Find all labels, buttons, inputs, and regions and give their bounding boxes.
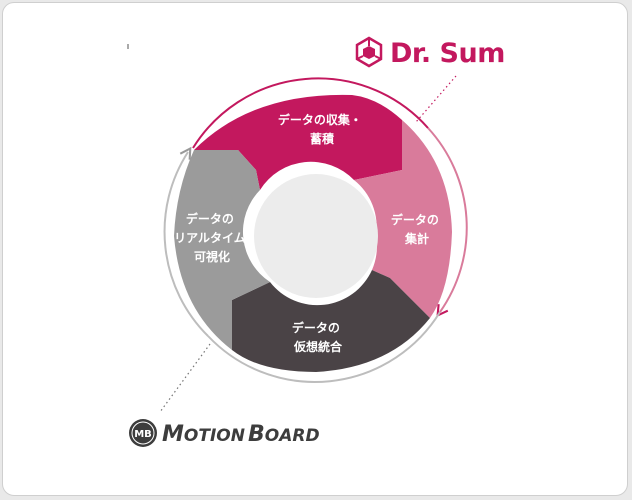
drsum-logo: Dr. Sum bbox=[355, 36, 505, 69]
segment-visualize bbox=[174, 150, 270, 350]
segment-collect bbox=[194, 94, 402, 190]
mb-badge-icon: MB bbox=[129, 419, 157, 447]
label-integrate-1: データの bbox=[292, 320, 340, 335]
connector-drsum bbox=[415, 75, 457, 123]
center-circle bbox=[254, 174, 378, 298]
label-integrate-2: 仮想統合 bbox=[293, 339, 343, 354]
connector-motionboard bbox=[159, 343, 211, 413]
ring-arc-right bbox=[427, 127, 468, 318]
segment-aggregate bbox=[354, 120, 452, 318]
segment-integrate bbox=[232, 270, 430, 372]
label-collect-2: 蓄積 bbox=[310, 131, 335, 146]
label-aggregate-1: データの bbox=[391, 212, 439, 227]
label-aggregate-2: 集計 bbox=[404, 231, 429, 246]
drsum-wordmark: Dr. Sum bbox=[390, 38, 505, 69]
svg-text:データの リアルタイム 可視化: データの リアルタイム 可視化 bbox=[174, 211, 250, 264]
ring-arc-top bbox=[192, 77, 429, 149]
cube-icon bbox=[355, 36, 383, 68]
label-visualize-1: データの bbox=[186, 211, 234, 226]
mb-badge-text: MB bbox=[134, 429, 152, 440]
ring-arc-left bbox=[163, 146, 209, 337]
label-visualize-3: 可視化 bbox=[194, 249, 230, 264]
svg-text:データの収集・ 蓄積: データの収集・ 蓄積 bbox=[278, 112, 366, 146]
label-collect-1: データの収集・ bbox=[278, 112, 362, 127]
svg-text:データの 仮想統合: データの 仮想統合 bbox=[292, 320, 344, 354]
label-visualize-2: リアルタイム bbox=[174, 231, 246, 245]
ring-arc-bottom bbox=[207, 311, 441, 383]
svg-text:データの 集計: データの 集計 bbox=[391, 212, 443, 246]
